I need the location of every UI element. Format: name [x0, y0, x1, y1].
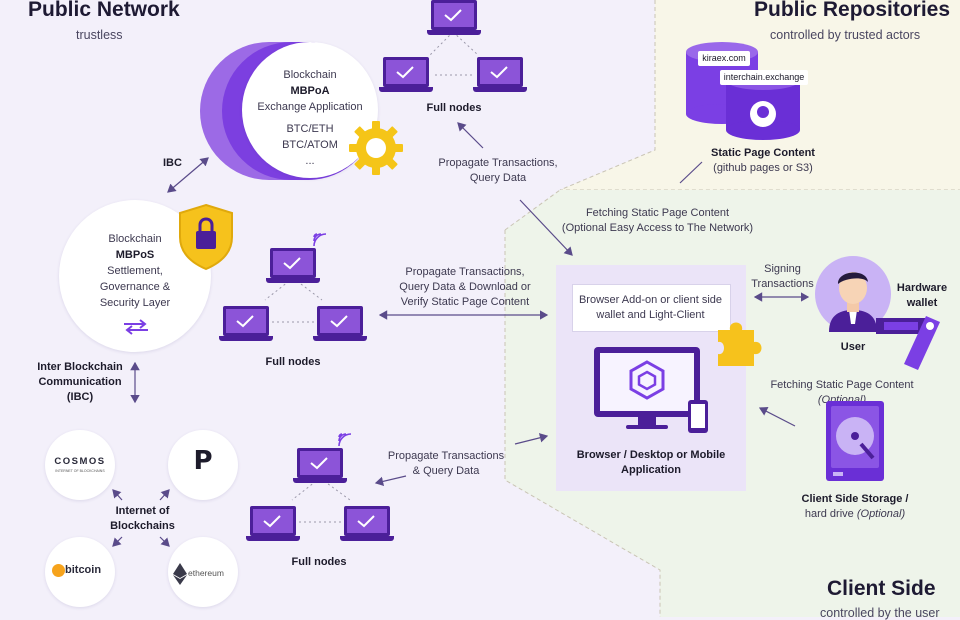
storage-sub-plain: hard drive: [804, 508, 857, 520]
security-lock-icon: [179, 203, 233, 271]
addon-line1: Browser Add-on or client side: [578, 294, 723, 306]
mbpoa-line4: BTC/ETH: [286, 122, 334, 135]
public-network-subtitle: trustless: [76, 28, 123, 42]
public-repositories-subtitle: controlled by trusted actors: [770, 28, 921, 42]
mbpos-line3: Settlement,: [107, 264, 163, 277]
app-line2: Application: [621, 463, 681, 476]
wifi-signal-icon: [313, 233, 327, 247]
monitor-icon: [594, 347, 708, 433]
bitcoin-coin-icon: [52, 564, 65, 577]
cosmos-name: COSMOS: [54, 456, 106, 467]
full-nodes-bottom-label: Full nodes: [291, 556, 347, 568]
node-laptop: [379, 57, 433, 97]
polkadot-logo: [168, 430, 238, 500]
ibc-full-line1: Inter Blockchain: [37, 361, 123, 373]
client-side-title: Client Side: [827, 577, 936, 600]
gear-icon: [349, 121, 403, 175]
storage-title: Client Side Storage /: [801, 493, 909, 505]
cosmos-logo: [45, 430, 115, 500]
user-icon: [829, 272, 877, 332]
propagate-top-line2: Query Data: [469, 171, 527, 184]
ibc-full-line2: Communication: [38, 375, 122, 388]
client-side-subtitle: controlled by the user: [820, 606, 940, 620]
full-nodes-mid-label: Full nodes: [265, 356, 321, 368]
bitcoin-name: bitcoin: [65, 564, 102, 576]
propagate-bottom-line1: Propagate Transactions: [387, 450, 505, 462]
domain-kiraex: kiraex.com: [698, 51, 750, 66]
public-network-title: Public Network: [28, 0, 180, 21]
mbpoa-line6: ...: [305, 154, 315, 167]
mbpoa-blockchain: [242, 42, 378, 178]
hard-drive-icon: [826, 401, 884, 481]
storage-sub: hard drive (Optional): [790, 507, 920, 522]
puzzle-piece-icon: [718, 322, 762, 366]
ibc-full-line3: (IBC): [66, 390, 94, 403]
ibc-label: IBC: [163, 157, 182, 169]
iob-line2: Blockchains: [110, 519, 175, 532]
mbpoa-line5: BTC/ATOM: [282, 138, 338, 151]
signing-line2: Transactions: [751, 277, 814, 290]
user-label: User: [840, 341, 866, 353]
node-laptop: [473, 57, 527, 97]
addon-line2: wallet and Light-Client: [596, 308, 705, 321]
node-laptop: [246, 506, 300, 546]
static-page-content-title: Static Page Content: [711, 147, 815, 159]
fetching-top-line2: (Optional Easy Access to The Network): [561, 221, 754, 234]
ethereum-diamond-icon: [173, 563, 187, 585]
mbpoa-name: MBPoA: [290, 84, 330, 97]
propagate-mid-line2: Query Data & Download or: [399, 280, 531, 293]
hardware-wallet-icon: [876, 316, 940, 370]
full-nodes-top-label: Full nodes: [426, 102, 482, 114]
node-laptop: [293, 448, 347, 488]
hardware-wallet-line1: Hardware: [896, 282, 948, 294]
static-page-content-sub: (github pages or S3): [713, 162, 813, 174]
cosmos-tagline: INTERNET OF BLOCKCHAINS: [55, 469, 105, 473]
app-line1: Browser / Desktop or Mobile: [576, 449, 726, 461]
node-laptop: [313, 306, 367, 346]
public-repositories-title: Public Repositories: [754, 0, 951, 21]
addon-box: [572, 284, 731, 332]
wifi-signal-icon: [338, 433, 352, 447]
node-laptop: [219, 306, 273, 346]
propagate-mid-line1: Propagate Transactions,: [405, 266, 525, 278]
signing-line1: Signing: [764, 263, 801, 275]
mbpos-name: MBPoS: [115, 248, 155, 261]
iob-line1: Internet of: [115, 505, 170, 517]
propagate-mid-line3: Verify Static Page Content: [400, 295, 530, 308]
hardware-wallet-line2: wallet: [906, 296, 938, 309]
ethereum-name: ethereum: [188, 568, 224, 578]
node-laptop: [340, 506, 394, 546]
storage-sub-italic: (Optional): [856, 508, 906, 520]
propagate-bottom-line2: & Query Data: [412, 464, 480, 477]
mbpos-line5: Security Layer: [99, 296, 171, 309]
propagate-top-line1: Propagate Transactions,: [438, 157, 558, 169]
polkadot-symbol: P: [193, 446, 213, 476]
exchange-arrows-icon: [124, 319, 148, 335]
fetching-top-line1: Fetching Static Page Content: [585, 207, 730, 219]
mbpoa-line1: Blockchain: [283, 69, 337, 81]
node-laptop: [427, 0, 481, 40]
domain-interchain: interchain.exchange: [720, 70, 808, 85]
mbpos-line4: Governance &: [99, 280, 171, 293]
fetching-bottom-line1: Fetching Static Page Content: [770, 379, 914, 391]
node-laptop: [266, 248, 320, 288]
mbpoa-line3: Exchange Application: [257, 100, 363, 113]
mbpos-line1: Blockchain: [108, 233, 162, 245]
